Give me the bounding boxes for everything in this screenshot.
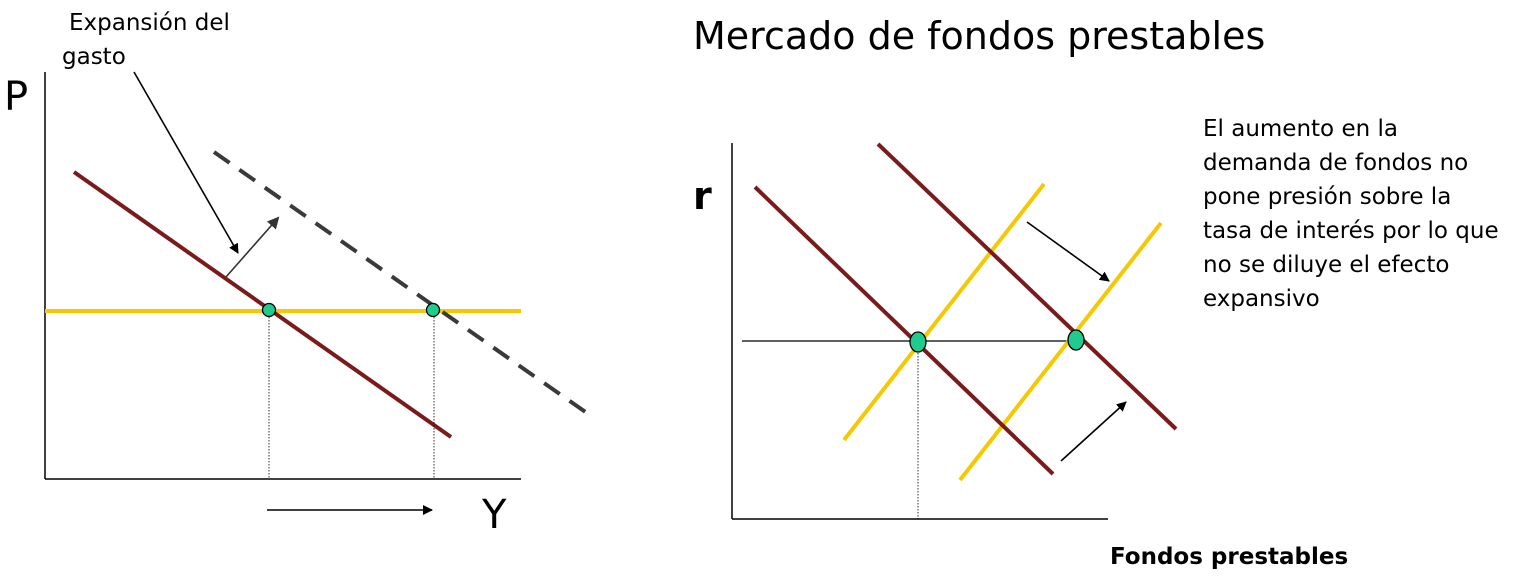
right-note: El aumento en la demanda de fondos no po… [1203, 112, 1521, 316]
right-equilibrium-point-1 [909, 331, 927, 353]
right-equilibrium-point-2 [1067, 329, 1085, 351]
right-note-line-2: demanda de fondos no [1203, 150, 1469, 176]
right-demand-curve-2 [876, 142, 1178, 431]
left-annotation-pointer [133, 71, 239, 254]
right-note-line-4: tasa de interés por lo que [1203, 218, 1499, 244]
right-y-axis-label: r [693, 174, 712, 218]
right-note-line-3: pone presión sobre la [1203, 184, 1452, 210]
right-supply-curve-2 [958, 221, 1163, 482]
left-shift-arrow [225, 216, 280, 278]
right-demand-curve-1 [753, 185, 1055, 476]
left-equilibrium-point-2 [425, 302, 441, 318]
left-x-axis-label: Y [482, 492, 507, 538]
right-demand-shift-arrow [1026, 221, 1110, 282]
right-note-line-1: El aumento en la [1203, 116, 1398, 142]
right-supply-shift-arrow [1060, 401, 1127, 462]
left-annotation-line-1: Expansión del [69, 10, 230, 36]
left-demand-curve [72, 170, 453, 439]
left-equilibrium-point-1 [261, 302, 277, 318]
left-y-axis-label: P [4, 74, 29, 120]
right-supply-curve-1 [842, 182, 1046, 442]
right-x-axis-label: Fondos prestables [1110, 544, 1349, 570]
left-annotation: Expansión del gasto [62, 6, 230, 74]
left-shifted-demand-curve [212, 150, 596, 420]
right-diagram-title: Mercado de fondos prestables [693, 14, 1266, 58]
right-note-line-6: expansivo [1203, 286, 1320, 312]
right-note-line-5: no se diluye el efecto [1203, 252, 1450, 278]
left-annotation-line-2: gasto [62, 44, 126, 70]
